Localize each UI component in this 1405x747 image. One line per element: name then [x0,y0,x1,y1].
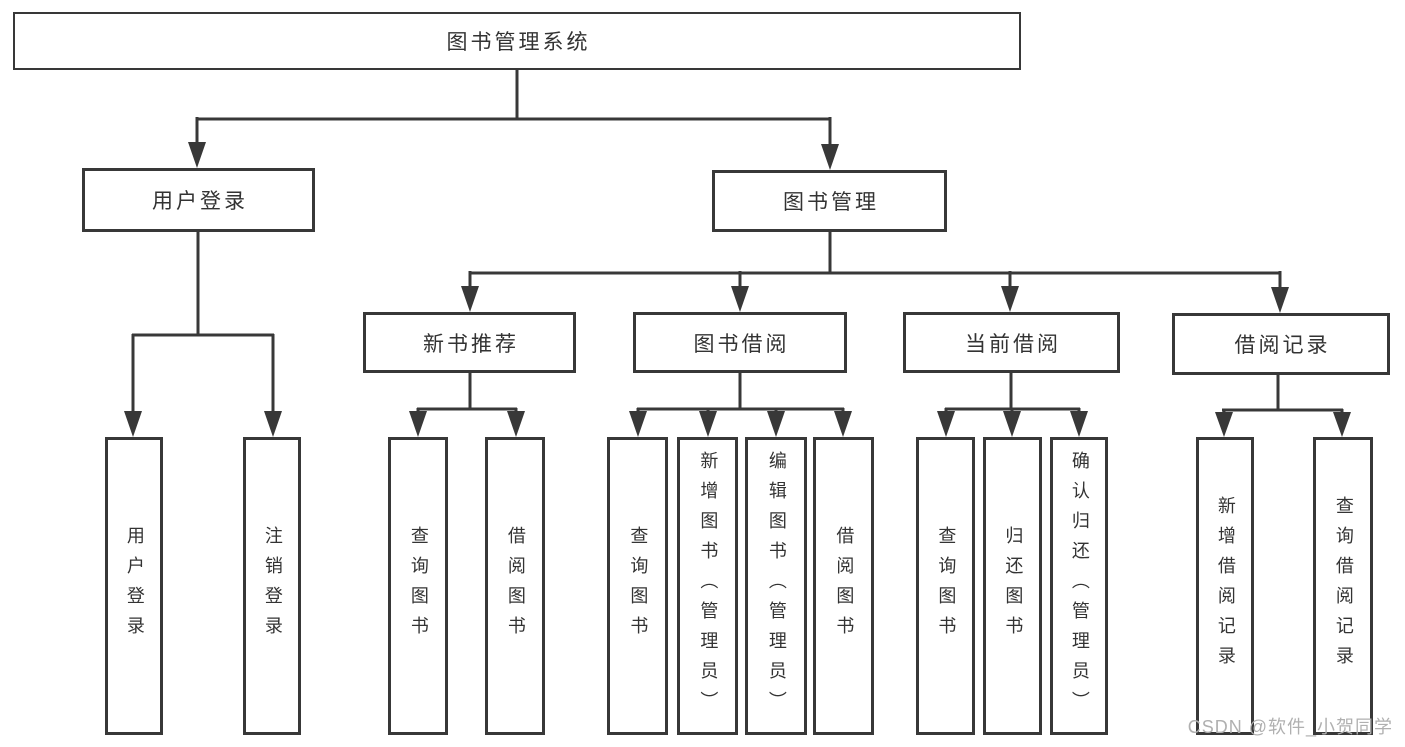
node-book-management-branch: 图书管理 [712,170,947,232]
arrowhead-icon [821,144,839,170]
node-label: 图书管理系统 [446,31,591,54]
arrowhead-icon [937,411,955,437]
arrowhead-icon [1070,411,1088,437]
node-leaf-borrow-books-borrowing: 借阅图书 [813,437,874,735]
arrowhead-icon [834,411,852,437]
arrowhead-icon [731,286,749,312]
node-label: 用户登录 [152,190,248,213]
node-label: 查询图书 [936,526,957,646]
node-leaf-confirm-return-admin: 确认归还（管理员） [1050,437,1108,735]
arrowhead-icon [124,411,142,437]
arrowhead-icon [1003,411,1021,437]
connector-new-book-rec-to-leaves [409,371,525,437]
arrowhead-icon [1215,412,1233,437]
node-borrowing-records: 借阅记录 [1172,313,1390,375]
node-label: 借阅图书 [834,526,855,646]
connector-root-to-level2 [188,70,839,170]
arrowhead-icon [1001,286,1019,312]
connector-book-management-to-level3 [461,231,1289,313]
node-label: 新增借阅记录 [1215,496,1236,676]
node-user-login-branch: 用户登录 [82,168,315,232]
watermark-text: CSDN @软件_小贺同学 [1187,717,1393,737]
node-label: 查询借阅记录 [1333,496,1354,676]
node-leaf-add-borrow-record: 新增借阅记录 [1196,437,1254,735]
node-label: 新增图书（管理员） [698,451,719,721]
arrowhead-icon [188,142,206,168]
arrowhead-icon [461,286,479,312]
node-leaf-query-books-recommendation: 查询图书 [388,437,448,735]
node-leaf-add-books-admin: 新增图书（管理员） [677,437,738,735]
node-label: 编辑图书（管理员） [766,451,787,721]
node-leaf-borrow-books-recommendation: 借阅图书 [485,437,545,735]
node-label: 确认归还（管理员） [1069,451,1090,721]
node-label: 新书推荐 [423,332,519,356]
arrowhead-icon [629,411,647,437]
node-label: 借阅记录 [1234,334,1331,357]
node-leaf-query-borrow-record: 查询借阅记录 [1313,437,1373,735]
node-label: 借阅图书 [505,526,526,646]
node-book-borrowing: 图书借阅 [633,312,847,373]
arrowhead-icon [767,411,785,437]
node-leaf-query-books-borrowing: 查询图书 [607,437,668,735]
connector-book-borrowing-to-leaves [629,371,852,437]
connector-current-borrowing-to-leaves [937,371,1088,437]
arrowhead-icon [507,411,525,437]
arrowhead-icon [1271,287,1289,313]
arrowhead-icon [699,411,717,437]
node-label: 注销登录 [262,526,283,646]
node-label: 归还图书 [1003,526,1024,646]
node-label: 图书借阅 [693,332,790,356]
node-current-borrowing: 当前借阅 [903,312,1120,373]
arrowhead-icon [1333,412,1351,437]
node-leaf-query-books-current: 查询图书 [916,437,975,735]
arrowhead-icon [264,411,282,437]
node-label: 图书管理 [783,191,879,214]
node-label: 当前借阅 [965,332,1061,356]
node-label: 用户登录 [124,526,145,646]
node-new-book-recommendation: 新书推荐 [363,312,576,373]
node-leaf-return-books: 归还图书 [983,437,1042,735]
node-label: 查询图书 [408,526,429,646]
node-leaf-edit-books-admin: 编辑图书（管理员） [745,437,807,735]
node-leaf-user-login: 用户登录 [105,437,163,735]
node-library-management-system: 图书管理系统 [13,12,1021,70]
node-leaf-logout: 注销登录 [243,437,301,735]
connector-user-login-to-leaves [124,230,282,437]
arrowhead-icon [409,411,427,437]
node-label: 查询图书 [628,526,649,646]
connector-borrowing-records-to-leaves [1215,373,1351,437]
